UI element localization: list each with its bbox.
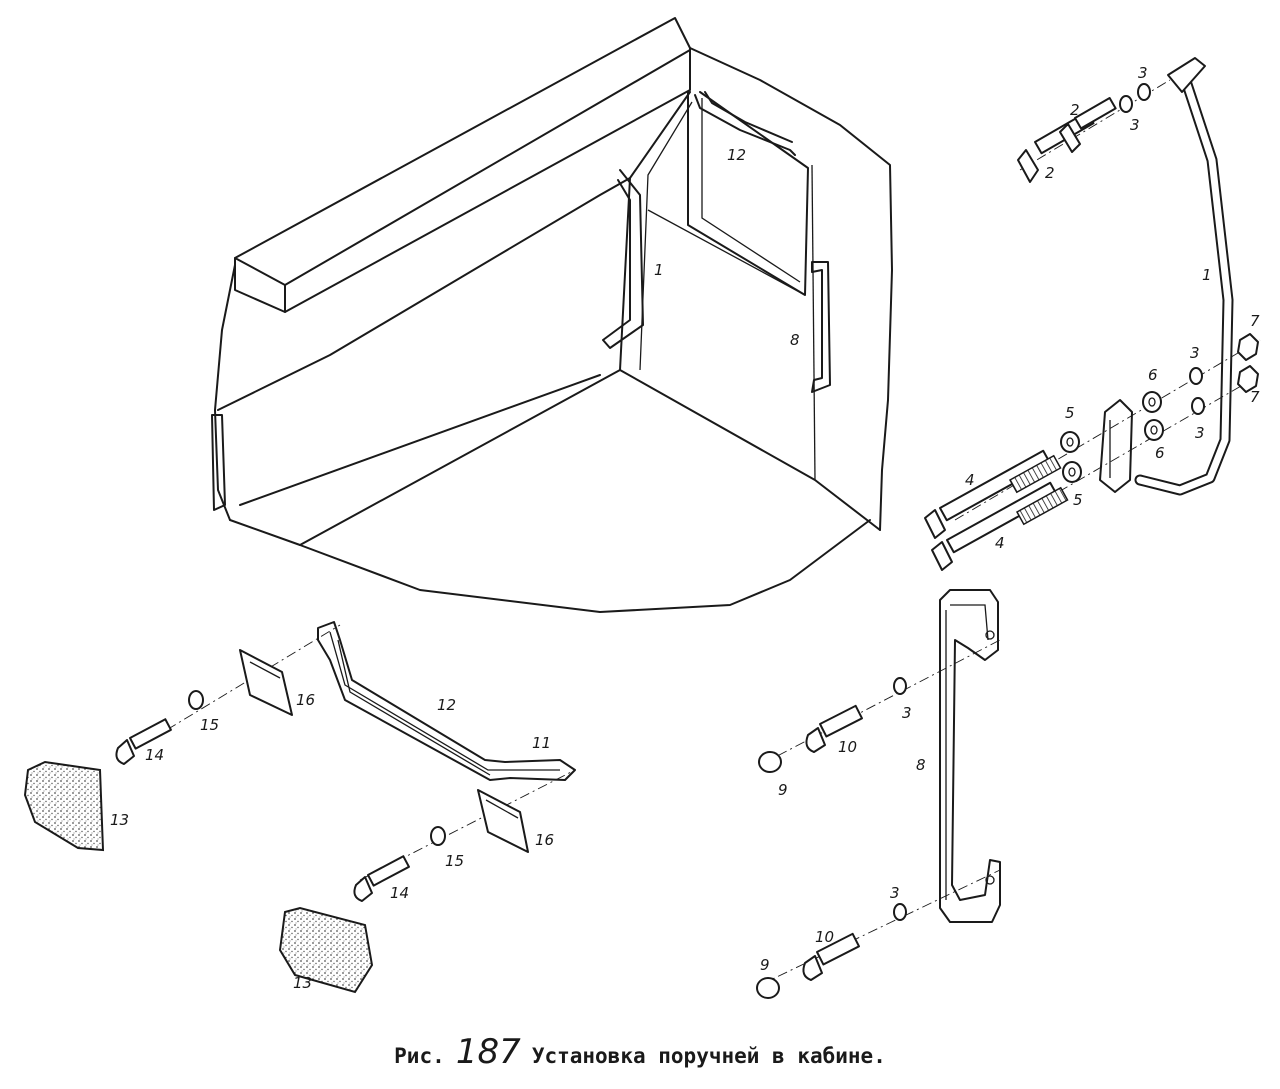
- handrail-1-assembly: [924, 57, 1261, 571]
- handrail-8-assembly: [756, 589, 1001, 999]
- caption-title: Установка поручней в кабине.: [531, 1044, 886, 1068]
- label-8-cab: 8: [790, 331, 800, 349]
- label-15-bottom: 15: [445, 852, 464, 870]
- label-13-bottom: 13: [293, 974, 312, 992]
- label-7-bottom: 7: [1250, 388, 1260, 406]
- label-16-top: 16: [296, 691, 315, 709]
- label-15-top: 15: [200, 716, 219, 734]
- label-14-top: 14: [145, 746, 164, 764]
- label-5-top: 5: [1065, 404, 1075, 422]
- label-13-left: 13: [110, 811, 129, 829]
- caption-prefix: Рис.: [394, 1044, 445, 1068]
- label-1-right: 1: [1202, 266, 1212, 284]
- label-3-top-b: 3: [1130, 116, 1140, 134]
- label-7-top: 7: [1250, 312, 1260, 330]
- label-4-top: 4: [965, 471, 975, 489]
- label-6-top: 6: [1148, 366, 1158, 384]
- label-3-mid: 3: [1190, 344, 1200, 362]
- label-3-top-a: 3: [1138, 64, 1148, 82]
- label-4-bottom: 4: [995, 534, 1005, 552]
- label-14-bottom: 14: [390, 884, 409, 902]
- label-11: 11: [532, 734, 551, 752]
- caption-number: 187: [455, 1032, 521, 1072]
- label-8-right: 8: [916, 756, 926, 774]
- label-5-bottom: 5: [1073, 491, 1083, 509]
- label-10-top: 10: [838, 738, 857, 756]
- label-12-cab: 12: [727, 146, 746, 164]
- part-labels: 1 12 8 1 2 2 3 3 3 3 4 4 5 5 6 6 7 7 8 3…: [110, 64, 1260, 992]
- cab-interior: [211, 17, 893, 613]
- label-9-bottom: 9: [760, 956, 770, 974]
- label-9-top: 9: [778, 781, 788, 799]
- label-6-bottom: 6: [1155, 444, 1165, 462]
- label-3-right-top: 3: [902, 704, 912, 722]
- label-2-top: 2: [1070, 101, 1080, 119]
- label-16-bottom: 16: [535, 831, 554, 849]
- label-3-right-bottom: 3: [890, 884, 900, 902]
- handrail-12-assembly: [23, 621, 576, 994]
- label-3-low: 3: [1195, 424, 1205, 442]
- figure-caption: Рис. 187 Установка поручней в кабине.: [0, 1032, 1280, 1072]
- label-12-left: 12: [437, 696, 456, 714]
- label-2-bottom: 2: [1045, 164, 1055, 182]
- label-1-cab: 1: [654, 261, 664, 279]
- label-10-bottom: 10: [815, 928, 834, 946]
